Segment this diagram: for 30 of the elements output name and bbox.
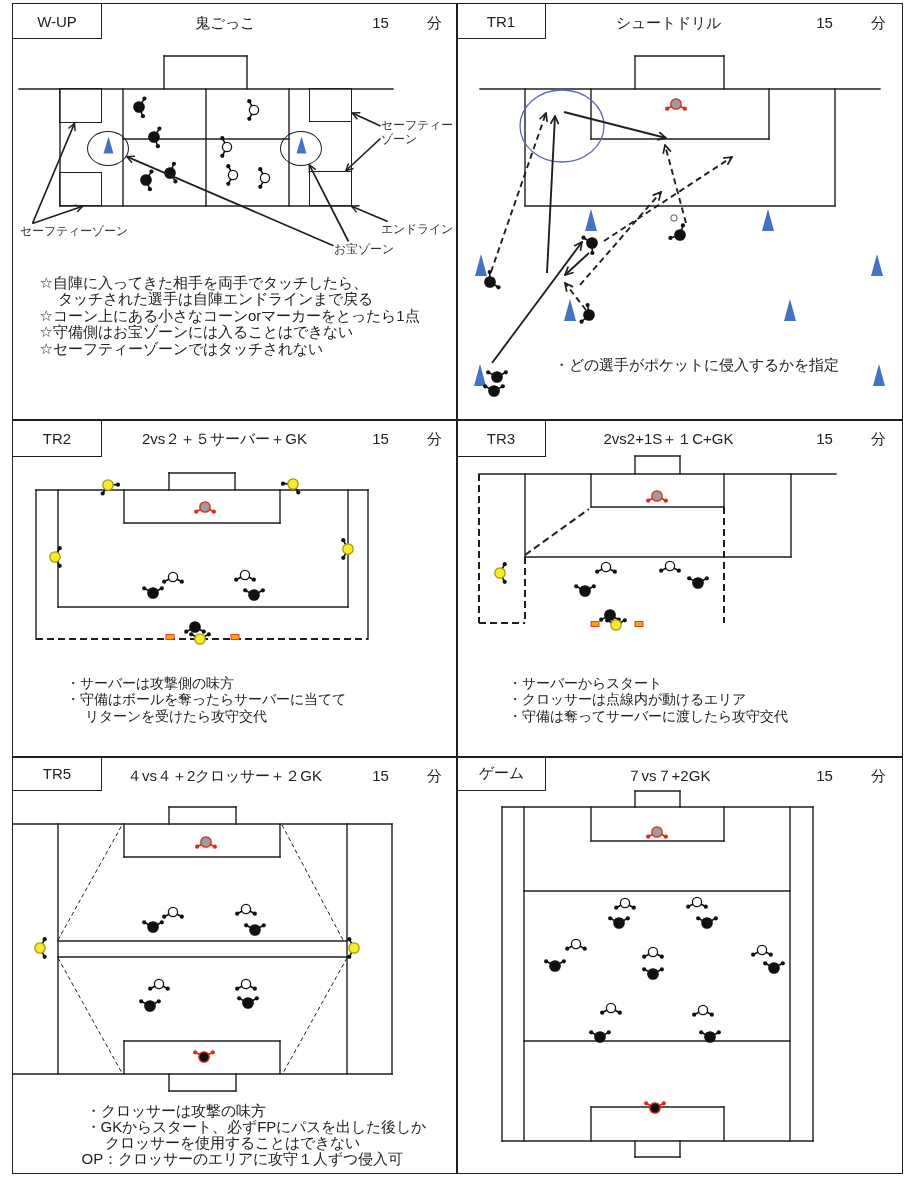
drill-title: ４vs４＋2クロッサー＋２GK [127,766,322,783]
duration-unit: 分 [427,13,442,30]
instruction-note: OP：クロッサーのエリアに攻守１人ずつ侵入可 [81,1150,404,1167]
instruction-note: ☆セーフティーゾーンではタッチされない [39,340,323,357]
instruction-note: ・クロッサーは点線内が動けるエリア [507,691,746,708]
duration-value: 15 [372,13,389,30]
duration-value: 15 [816,429,833,446]
instruction-note: ・守備は奪ってサーバーに渡したら攻守交代 [507,707,788,724]
duration-unit: 分 [427,429,442,446]
duration-value: 15 [372,766,389,783]
instruction-note: ・サーバーからスタート [507,674,662,691]
drill-title: 2vs２＋５サーバー＋GK [142,429,307,446]
drill-title: ７vs７+2GK [626,766,711,783]
instruction-note: ☆自陣に入ってきた相手を両手でタッチしたら、タッチされた選手は自陣エンドラインまで戻る [39,274,374,308]
instruction-note: ・GKからスタート、必ずFPにパスを出した後しかクロッサーを使用することはできない [85,1118,428,1151]
drill-title: シュートドリル [616,13,721,30]
instruction-note: ・クロッサーは攻撃の味方 [85,1102,266,1119]
drill-title: 鬼ごっこ [194,13,255,30]
instruction-note: ☆守備側はお宝ゾーンには入ることはできない [39,324,353,341]
drill-title: 2vs2+1S＋１C+GK [603,429,734,446]
instruction-note: ・守備はボールを奪ったらサーバーに当ててリターンを受けたら攻守交代 [65,691,347,724]
duration-unit: 分 [871,13,886,30]
duration-value: 15 [816,13,833,30]
duration-unit: 分 [427,766,442,783]
duration-value: 15 [372,429,389,446]
instruction-note: ☆コーン上にある小さなコーンorマーカーをとったら1点 [39,307,420,324]
instruction-note: ・サーバーは攻撃側の味方 [65,674,234,691]
duration-unit: 分 [871,766,886,783]
duration-unit: 分 [871,429,886,446]
duration-value: 15 [816,766,833,783]
